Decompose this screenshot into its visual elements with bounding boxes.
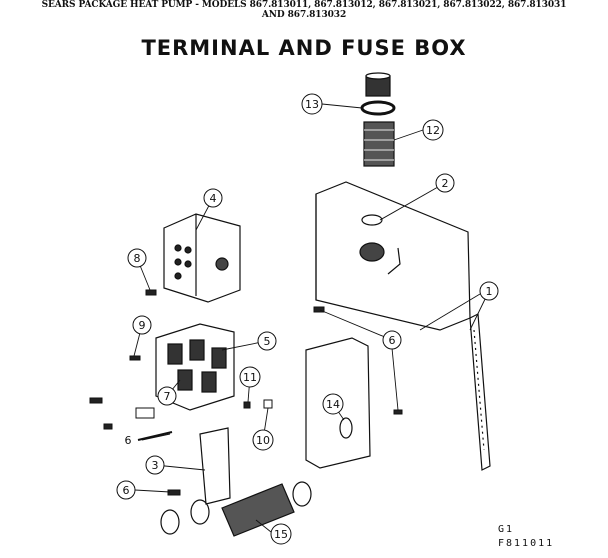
- part-mount-plate: [305, 337, 371, 469]
- part-threaded-nipple: [363, 121, 395, 167]
- part-conduit: [160, 481, 312, 537]
- part-strip: [469, 313, 491, 471]
- part-cap: [360, 72, 396, 116]
- svg-text:14: 14: [326, 398, 340, 411]
- callout-12: 12: [422, 119, 444, 141]
- diagram-title: TERMINAL AND FUSE BOX: [141, 36, 467, 60]
- callout-4: 4: [203, 188, 223, 208]
- figure-code-g1: G1: [498, 524, 515, 535]
- part-screws: [89, 289, 403, 496]
- callout-1: 1: [479, 281, 499, 301]
- callout-5: 5: [257, 331, 277, 351]
- callout-14: 14: [322, 393, 344, 415]
- callout-7: 7: [157, 386, 177, 406]
- svg-text:1: 1: [486, 285, 493, 298]
- callout-6-bottom: 6: [116, 480, 136, 500]
- part-bracket: [199, 427, 231, 505]
- callout-10: 10: [252, 429, 274, 451]
- header-line-2: AND 867.813032: [261, 10, 347, 20]
- svg-text:15: 15: [274, 528, 288, 541]
- callout-15: 15: [270, 523, 292, 545]
- page-header: SEARS PACKAGE HEAT PUMP - MODELS 867.813…: [0, 0, 608, 20]
- callout-13: 13: [301, 93, 323, 115]
- part-fuse-block: [155, 323, 235, 411]
- callout-6-right: 6: [382, 330, 402, 350]
- svg-text:11: 11: [243, 371, 257, 384]
- svg-text:3: 3: [152, 459, 159, 472]
- callout-3: 3: [145, 455, 165, 475]
- callout-9: 9: [132, 315, 152, 335]
- header-line-1: SEARS PACKAGE HEAT PUMP - MODELS 867.813…: [41, 0, 567, 10]
- figure-code-number: F811011: [498, 538, 555, 549]
- callout-2: 2: [435, 173, 455, 193]
- svg-text:10: 10: [256, 434, 270, 447]
- callout-11: 11: [239, 366, 261, 388]
- callout-8: 8: [127, 248, 147, 268]
- svg-text:6: 6: [389, 334, 396, 347]
- svg-text:6: 6: [125, 434, 132, 447]
- svg-text:7: 7: [164, 390, 171, 403]
- svg-text:9: 9: [139, 319, 146, 332]
- svg-text:4: 4: [210, 192, 217, 205]
- part-terminal-block: [163, 213, 241, 303]
- svg-text:8: 8: [134, 252, 141, 265]
- svg-text:5: 5: [264, 335, 271, 348]
- svg-text:13: 13: [305, 98, 319, 111]
- svg-text:2: 2: [442, 177, 449, 190]
- callout-6-left: 6: [125, 434, 132, 447]
- leader-lines: [133, 103, 490, 533]
- svg-text:12: 12: [426, 124, 440, 137]
- part-box-panel: [315, 181, 471, 331]
- svg-text:6: 6: [123, 484, 130, 497]
